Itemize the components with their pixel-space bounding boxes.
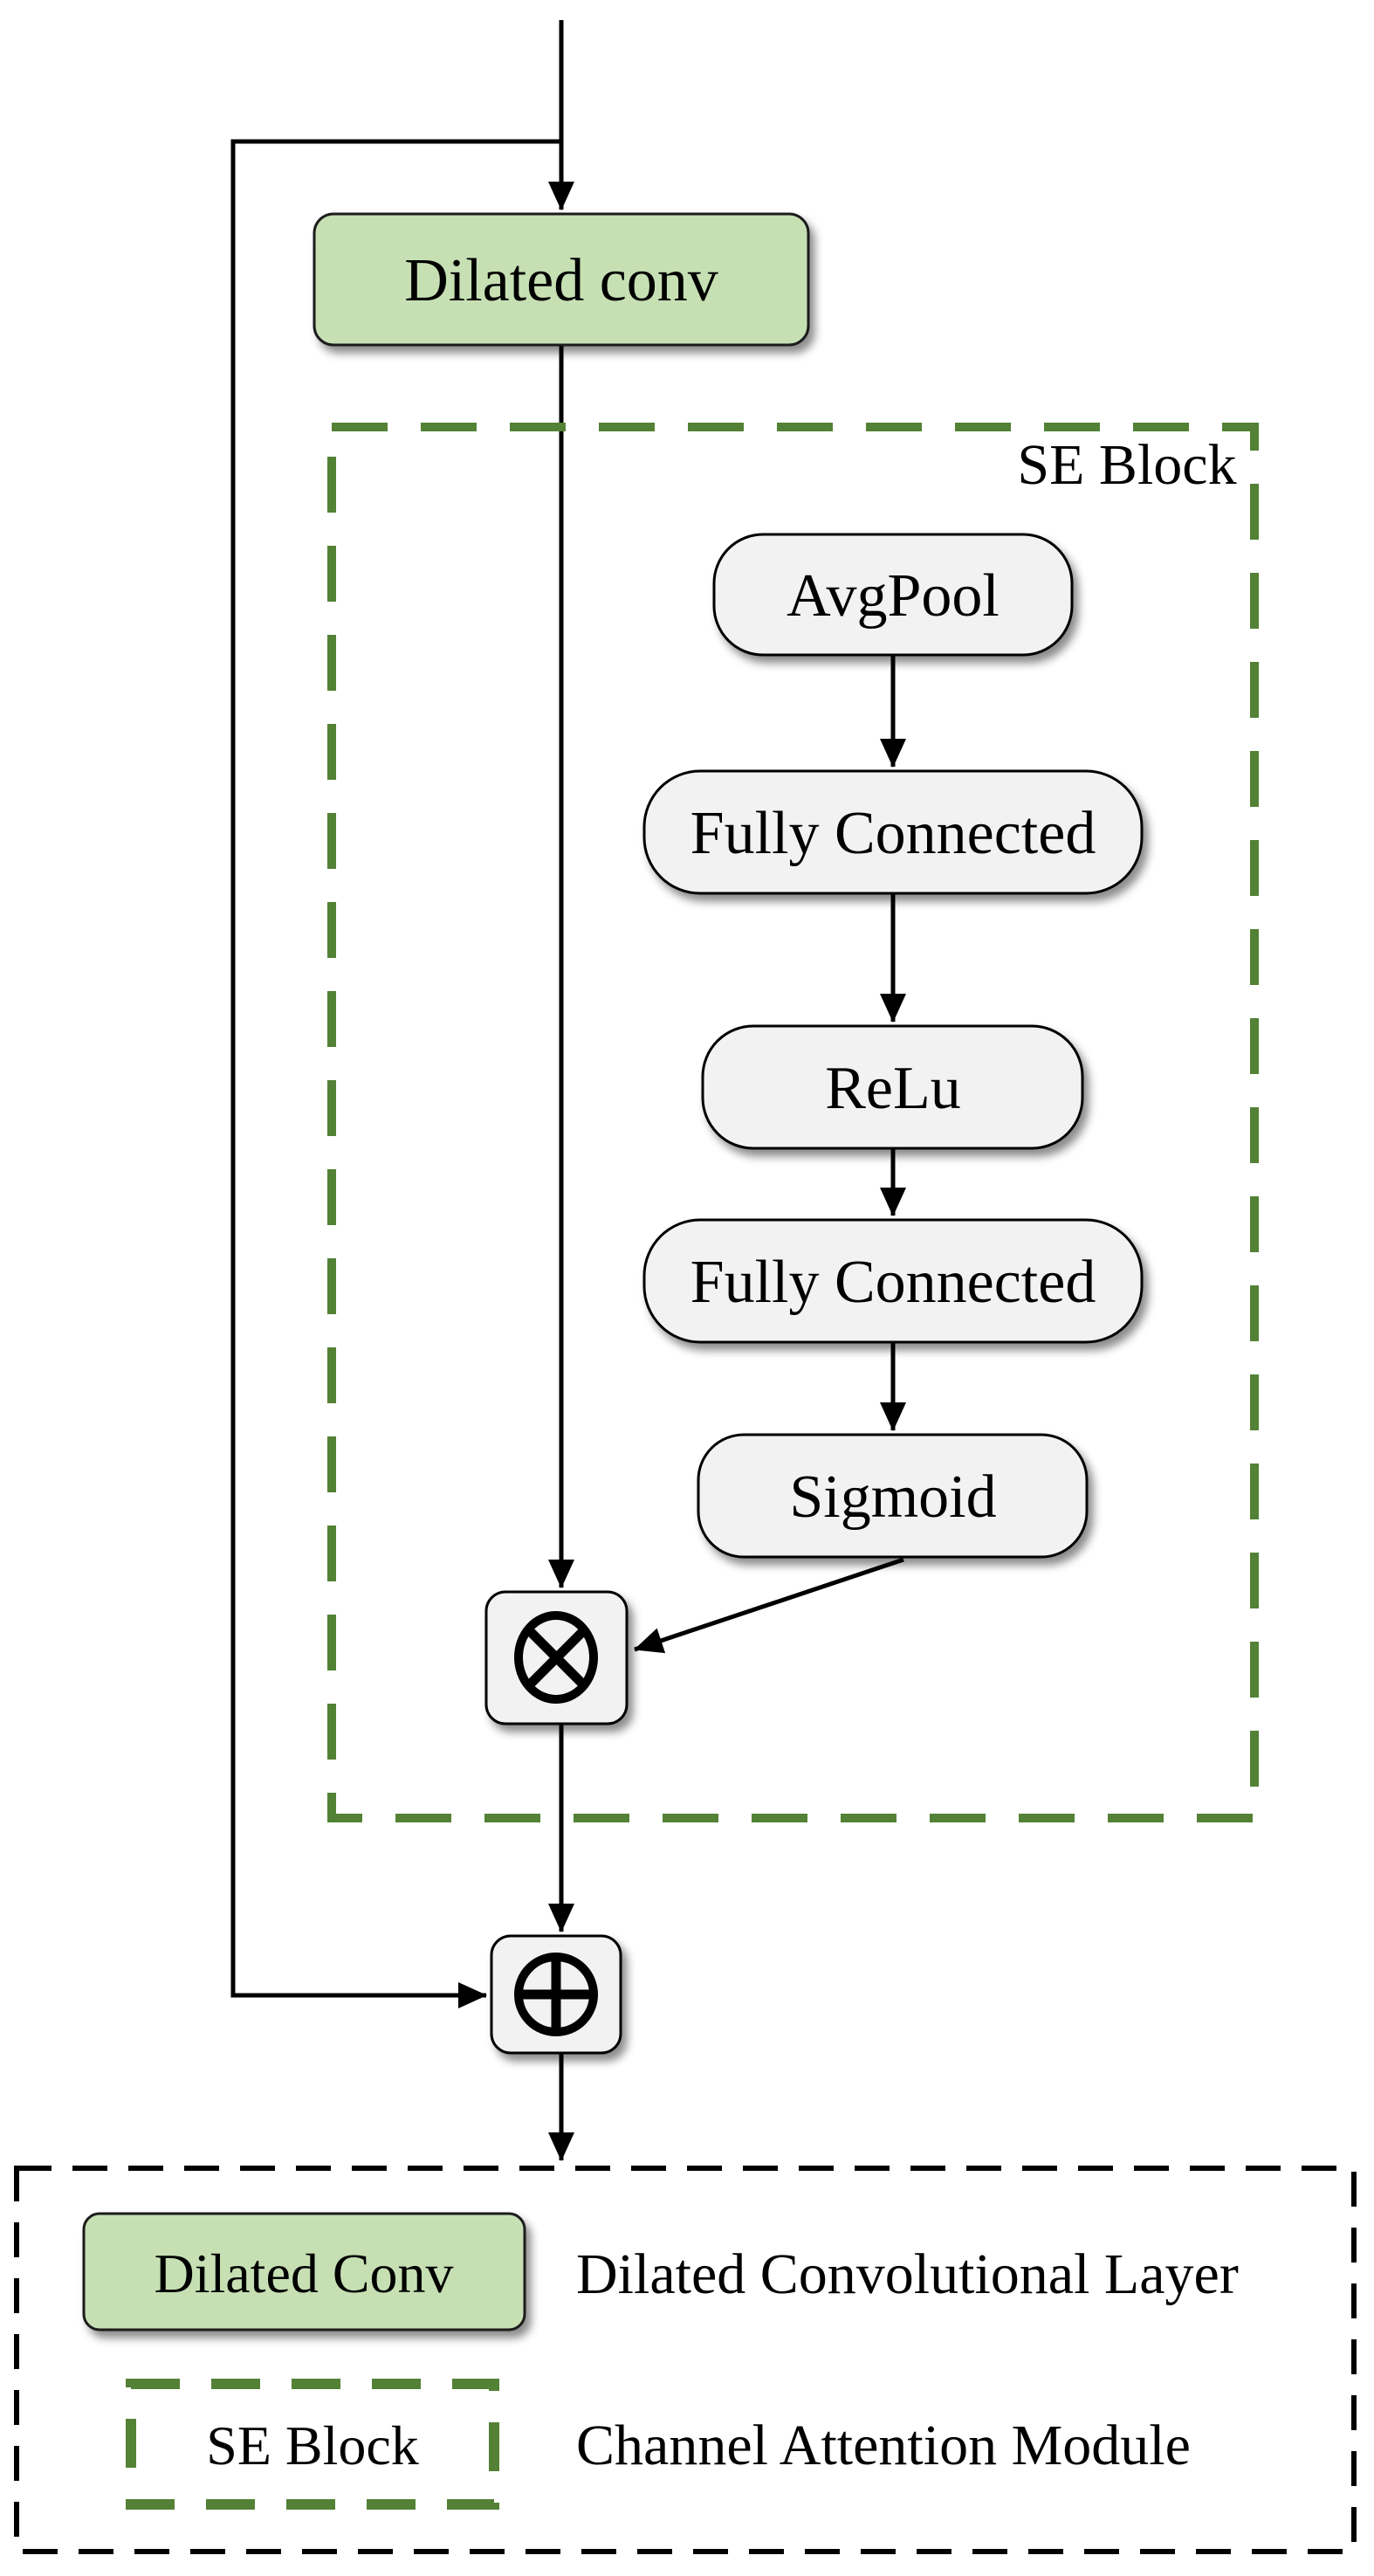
legend-dilated-conv-box (82, 2212, 526, 2331)
dilated-conv-label: Dilated conv (404, 247, 718, 314)
legend: Dilated Conv Dilated Convolutional Layer… (14, 2166, 1357, 2554)
fc1-box (642, 769, 1144, 895)
dilated-conv-box (313, 212, 810, 347)
add-icon (514, 1953, 598, 2036)
legend-se-block-description: Channel Attention Module (576, 2414, 1191, 2477)
node-fully-connected-2: Fully Connected (642, 1218, 1144, 1344)
legend-dilated-conv-description: Dilated Convolutional Layer (576, 2242, 1239, 2306)
legend-row-dilated-conv: Dilated Conv Dilated Convolutional Layer (82, 2212, 1239, 2331)
add-operator (490, 1934, 622, 2055)
fc1-label: Fully Connected (690, 800, 1096, 867)
node-avgpool: AvgPool (712, 533, 1074, 657)
se-block-frame (327, 423, 1259, 1822)
se-block-label: SE Block (1017, 433, 1236, 497)
node-sigmoid: Sigmoid (697, 1433, 1089, 1559)
multiply-icon (514, 1611, 598, 1704)
relu-label: ReLu (825, 1055, 961, 1122)
sigmoid-label: Sigmoid (789, 1464, 996, 1531)
avgpool-label: AvgPool (787, 562, 1000, 630)
node-relu: ReLu (701, 1024, 1084, 1150)
legend-frame (14, 2166, 1357, 2554)
node-fully-connected-1: Fully Connected (642, 769, 1144, 895)
sigmoid-box (697, 1433, 1089, 1559)
edge-skip-connection (230, 139, 561, 2008)
fc2-box (642, 1218, 1144, 1344)
legend-row-se-block: SE Block Channel Attention Module (126, 2379, 1191, 2510)
fc2-label: Fully Connected (690, 1249, 1096, 1316)
legend-dilated-conv-key-label: Dilated Conv (154, 2242, 453, 2304)
relu-box (701, 1024, 1084, 1150)
multiply-operator (484, 1590, 629, 1725)
avgpool-box (712, 533, 1074, 657)
edges (230, 20, 906, 2161)
node-dilated-conv: Dilated conv (313, 212, 810, 347)
legend-se-block-box (126, 2379, 499, 2510)
edge-sigmoid-to-multiply (634, 1557, 904, 1654)
legend-se-block-key-label: SE Block (206, 2414, 419, 2476)
